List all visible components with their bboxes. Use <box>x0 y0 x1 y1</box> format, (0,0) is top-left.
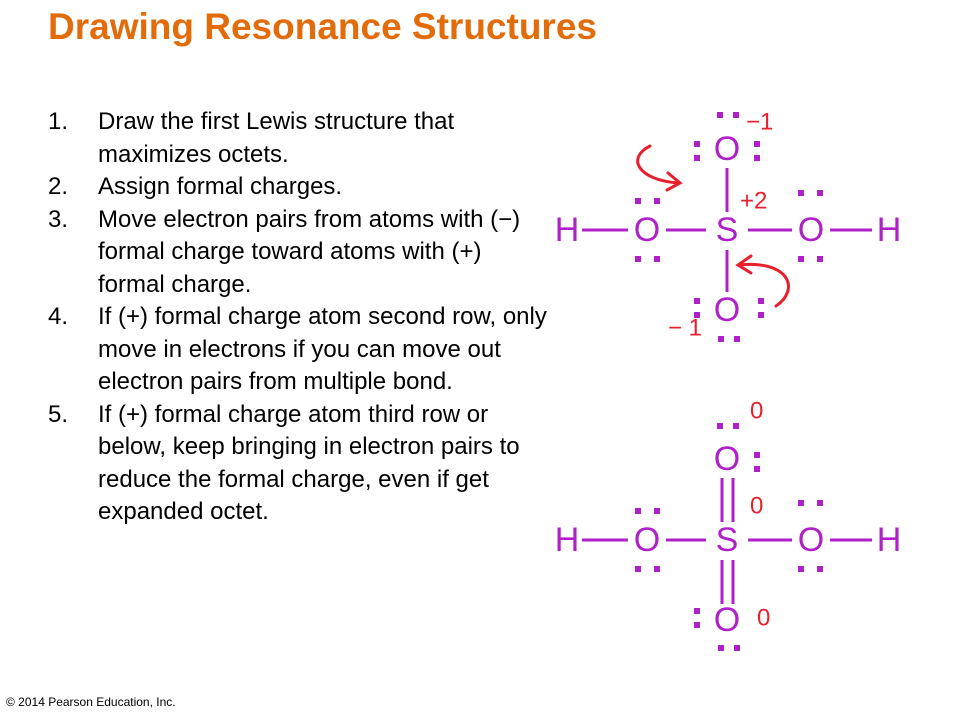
charge-o-bottom: 0 <box>757 605 770 632</box>
atom-o-left: O <box>634 211 660 249</box>
atom-o-right: O <box>798 211 824 249</box>
step-text: If (+) formal charge atom second row, on… <box>98 303 547 395</box>
lone-pairs-o-right <box>798 500 823 572</box>
atom-o-top: O <box>714 440 740 478</box>
atom-o-top: O <box>714 130 740 168</box>
atom-h-left: H <box>555 211 580 249</box>
step-text: If (+) formal charge atom third row or b… <box>98 400 520 526</box>
curved-arrow-top <box>636 144 683 192</box>
step-item: 2. Assign formal charges. <box>48 171 548 204</box>
atom-o-right: O <box>798 521 824 559</box>
lone-pairs-o-bottom <box>694 608 740 651</box>
step-item: 5. If (+) formal charge atom third row o… <box>48 399 548 529</box>
atom-o-bottom: O <box>714 601 740 639</box>
charge-o-bottom: − 1 <box>668 315 702 342</box>
step-number: 3. <box>48 205 69 233</box>
charge-s: +2 <box>740 188 767 215</box>
atom-h-right: H <box>877 521 902 559</box>
step-number: 1. <box>48 108 69 135</box>
charge-s: 0 <box>750 493 763 520</box>
lone-pairs-o-top <box>717 423 760 472</box>
step-number: 4. <box>48 303 69 330</box>
step-item: 1. Draw the first Lewis structure that m… <box>48 106 548 171</box>
atom-o-bottom: O <box>714 291 740 329</box>
lone-pairs-o-top <box>694 112 760 161</box>
lone-pairs-o-right <box>798 190 823 262</box>
slide-title: Drawing Resonance Structures <box>48 6 597 47</box>
lone-pairs-o-left <box>635 198 660 262</box>
atom-s: S <box>716 211 739 249</box>
step-number: 5. <box>48 400 69 428</box>
step-number: 2. <box>48 173 69 200</box>
copyright-notice: © 2014 Pearson Education, Inc. <box>6 695 176 709</box>
charge-o-top: −1 <box>746 109 773 136</box>
atom-h-left: H <box>555 521 580 559</box>
atom-s: S <box>716 521 739 559</box>
step-text: Move electron pairs from atoms with (−) … <box>98 205 521 298</box>
atom-h-right: H <box>877 211 902 249</box>
charge-o-top: 0 <box>750 398 763 425</box>
step-item: 4. If (+) formal charge atom second row,… <box>48 301 548 399</box>
steps-list: 1. Draw the first Lewis structure that m… <box>48 106 548 529</box>
curved-arrow-bottom <box>735 254 790 308</box>
step-item: 3. Move electron pairs from atoms with (… <box>48 204 548 302</box>
lone-pairs-o-bottom <box>694 298 764 342</box>
step-text: Draw the first Lewis structure that maxi… <box>98 108 455 168</box>
lone-pairs-o-left <box>635 508 660 572</box>
atom-o-left: O <box>634 521 660 559</box>
step-text: Assign formal charges. <box>98 173 343 200</box>
